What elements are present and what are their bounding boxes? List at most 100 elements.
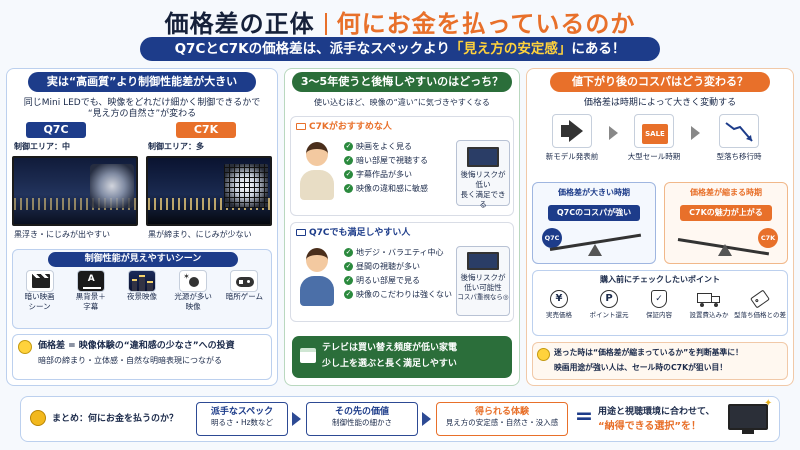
check-icon: ✓ xyxy=(344,276,353,285)
q7c-badge: Q7C xyxy=(542,228,562,248)
scene-label-2: シーン xyxy=(28,302,51,311)
q7c-grid-zone xyxy=(90,164,134,208)
check-label: 保証内容 xyxy=(646,311,672,319)
tv-small-icon xyxy=(296,123,306,130)
scenes-header: 制御性能が見えやすいシーン xyxy=(48,252,238,267)
right-tip-box xyxy=(532,342,788,380)
c7k-item: ✓映像の違和感に敏感 xyxy=(344,184,428,193)
q7c-caption: 黒浮き・にじみが出やすい xyxy=(14,230,110,239)
person-thinking-icon xyxy=(296,140,338,202)
check-item: ✓ 保証内容 xyxy=(634,290,684,334)
scene-item: 夜景映像 xyxy=(118,270,166,328)
right-tip-2: 映画用途が強い人は、セール時のC7Kが狙い目！ xyxy=(554,363,728,372)
night-city-icon xyxy=(127,270,156,292)
tv-stand-icon xyxy=(742,430,754,434)
check-list: ¥ 実売価格 P ポイント還元 ✓ 保証内容 設置費込みか 型落ち価格との差 xyxy=(534,289,786,334)
scene-item: A 黒背景＋ 字幕 xyxy=(67,270,115,328)
summary-result-1: 用途と視聴環境に合わせて、 xyxy=(598,407,715,417)
c7k-recommend-title: C7Kがおすすめな人 xyxy=(296,121,496,133)
summary-step-2: その先の価値 制御性能の細かさ xyxy=(306,402,418,436)
step2-title: その先の価値 xyxy=(334,407,389,417)
scene-label: 夜景映像 xyxy=(126,292,157,301)
check-item: ¥ 実売価格 xyxy=(534,290,584,334)
arrow-right-icon xyxy=(691,126,700,140)
c7k-note-2: 長く満足できる xyxy=(460,190,506,209)
q7c-note-3: コスパ重視なら◎ xyxy=(457,293,509,301)
scene-list: 暗い映画 シーン A 黒背景＋ 字幕 夜景映像 ✶ 光源が多い 映像 暗所ゲーム xyxy=(14,270,270,328)
timeline-item: 型落ち移行時 xyxy=(704,114,774,162)
sparkle-icon: ✦ xyxy=(764,398,773,409)
tv-icon xyxy=(467,252,499,270)
c7k-items: ✓映画をよく見る ✓暗い部屋で視聴する ✓字幕作品が多い ✓映像の違和感に敏感 xyxy=(344,142,454,198)
q7c-item: ✓地デジ・バラエティ中心 xyxy=(344,248,444,257)
title-divider xyxy=(324,13,327,35)
calendar-icon xyxy=(300,348,316,363)
scene-label: 暗所ゲーム xyxy=(225,292,263,301)
c7k-label: C7K xyxy=(176,122,236,138)
scene-item: ✶ 光源が多い 映像 xyxy=(169,270,217,328)
c7k-caption: 黒が締まり、にじみが少ない xyxy=(148,230,252,239)
q7c-note-1: 後悔リスクが xyxy=(460,273,506,282)
step1-sub: 明るさ・Hz数など xyxy=(210,418,274,427)
price-tag-icon xyxy=(750,289,770,309)
q7c-item: ✓映像のこだわりは強くない xyxy=(344,290,452,299)
point-icon: P xyxy=(600,290,618,308)
sale-bag-icon: SALE xyxy=(634,114,674,148)
big-gap-title: 価格差が大きい時期 xyxy=(558,188,630,197)
gamepad-icon xyxy=(230,270,259,292)
q7c-items: ✓地デジ・バラエティ中心 ✓昼間の視聴が多い ✓明るい部屋で見る ✓映像のこだわ… xyxy=(344,248,454,304)
check-icon: ✓ xyxy=(344,156,353,165)
subtitle-highlight: 「見え方の安定感」 xyxy=(449,41,572,57)
q7c-satisfied-title: Q7Cでも満足しやすい人 xyxy=(296,227,496,239)
q7c-tv-image xyxy=(12,156,138,226)
tv-icon xyxy=(728,404,768,430)
step3-sub: 見え方の安定感・自然さ・没入感 xyxy=(445,418,559,427)
step2-sub: 制御性能の細かさ xyxy=(332,418,392,427)
clapper-icon xyxy=(25,270,54,292)
timeline-label: 大型セール時期 xyxy=(627,152,681,161)
scene-label: 光源が多い xyxy=(174,292,212,301)
summary-label: まとめ：何にお金を払うのか？ xyxy=(52,414,179,424)
c7k-note-1: 後悔リスクが低い xyxy=(460,170,506,189)
middle-header: 3〜5年使うと後悔しやすいのはどっち？ xyxy=(292,72,512,92)
left-tip-box xyxy=(12,334,272,380)
right-header: 値下がり後のコスパはどう変わる？ xyxy=(550,72,770,92)
left-panel xyxy=(6,68,278,386)
check-item: 設置費込みか xyxy=(684,290,734,334)
right-intro: 価格差は時期によって大きく変動する xyxy=(583,98,737,108)
timeline-label: 新モデル発表前 xyxy=(545,152,599,161)
scene-label-2: 映像 xyxy=(185,302,201,311)
q7c-note-2: 低い可能性 xyxy=(464,283,502,292)
subtitle-banner: Q7CとC7Kの価格差は、派手なスペックより「見え方の安定感」にある！ xyxy=(140,37,660,61)
middle-bottom-2: 少し上を選ぶと長く満足しやすい xyxy=(322,359,457,369)
left-tip-2: 暗部の締まり・立体感・自然な明暗表現につながる xyxy=(38,356,222,365)
q7c-area: 制御エリア：中 xyxy=(14,142,70,151)
summary-step-1: 派手なスペック 明るさ・Hz数など xyxy=(196,402,288,436)
q7c-item: ✓昼間の視聴が多い xyxy=(344,262,420,271)
check-icon: ✓ xyxy=(344,170,353,179)
scene-item: 暗所ゲーム xyxy=(220,270,268,328)
c7k-tv-image xyxy=(146,156,272,226)
left-header: 実は“高画質”より制御性能差が大きい xyxy=(28,72,256,92)
small-gap-title: 価格差が縮まる時期 xyxy=(690,188,762,197)
lightbulb-icon xyxy=(537,348,550,361)
c7k-item: ✓暗い部屋で視聴する xyxy=(344,156,428,165)
check-item: 型落ち価格との差 xyxy=(734,289,786,334)
left-intro-2: “見え方の自然さ”が変わる xyxy=(87,109,197,119)
check-label: 型落ち価格との差 xyxy=(734,311,786,319)
timeline-item: 新モデル発表前 xyxy=(540,114,604,162)
truck-icon xyxy=(697,290,721,308)
seesaw-right-icon: C7K xyxy=(672,226,782,258)
scene-item: 暗い映画 シーン xyxy=(16,270,64,328)
middle-intro: 使い込むほど、映像の“違い”に気づきやすくなる xyxy=(314,98,490,107)
title-main: 価格差の正体 xyxy=(164,10,315,38)
check-label: 実売価格 xyxy=(546,311,572,319)
person-relaxed-icon xyxy=(296,246,338,308)
middle-bottom-box xyxy=(292,336,512,378)
equals-sign: = xyxy=(574,404,594,429)
arrow-right-icon xyxy=(609,126,618,140)
summary-result-2: “納得できる選択”を！ xyxy=(598,421,701,432)
step3-title: 得られる体験 xyxy=(474,407,529,417)
step1-title: 派手なスペック xyxy=(210,407,274,417)
middle-bottom-1: テレビは買い替え頻度が低い家電 xyxy=(322,343,458,353)
